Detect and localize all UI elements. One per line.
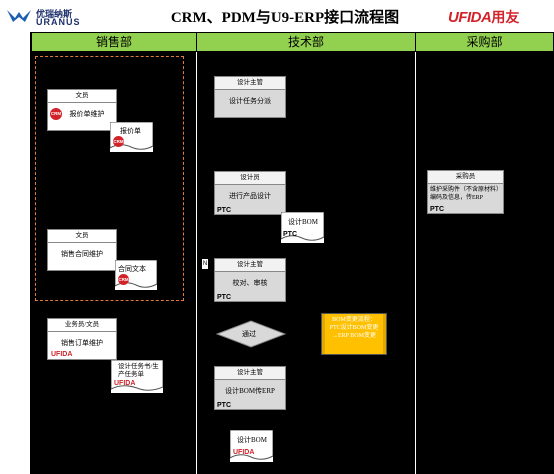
bom-change-note: BOM变更流程：PTC设计BOM变更→ERP BOM变更 <box>321 313 387 355</box>
doc-label: 报价单 <box>120 127 141 135</box>
approval-decision: 通过 <box>216 320 286 348</box>
quote-document: 报价单 CRM <box>110 122 153 152</box>
erp-bom-document: 设计BOM UFIDA <box>230 430 273 462</box>
document-shape-icon <box>230 430 273 460</box>
box-header: 设计主管 <box>215 367 285 380</box>
box-header: 文员 <box>48 90 116 103</box>
diamond-shape-icon <box>216 320 286 348</box>
connector-marker: N <box>202 259 208 269</box>
box-header: 设计主管 <box>215 77 285 90</box>
tech-design-box: 设计员 进行产品设计 PTC <box>214 171 286 215</box>
ptc-tag: PTC <box>430 206 444 213</box>
box-body: 销售合同维护 <box>61 250 103 258</box>
left-border <box>30 32 31 474</box>
lane-header-sales: 销售部 <box>31 32 197 52</box>
design-bom-document: 设计BOM PTC <box>281 212 324 243</box>
box-header: 采购员 <box>428 171 503 184</box>
note-text: BOM变更流程：PTC设计BOM变更→ERP BOM变更 <box>329 317 379 339</box>
left-logo-cn: 优瑞纳斯 <box>36 9 73 19</box>
left-logo-en: URANUS <box>36 17 81 27</box>
tech-transfer-box: 设计主管 设计BOM传ERP PTC <box>214 366 286 410</box>
box-body: 维护采购件（不含原材料）编码及信息，传ERP <box>430 187 500 201</box>
decision-label: 通过 <box>242 330 256 338</box>
box-header: 设计员 <box>215 172 285 185</box>
left-margin <box>0 32 31 474</box>
doc-label: 设计BOM <box>237 436 267 444</box>
ufida-logo: UFIDA用友 <box>448 7 550 27</box>
right-logo-en: UFIDA <box>448 9 492 26</box>
task-document: 设计任务书/生产任务单 UFIDA <box>111 360 163 393</box>
crm-badge-icon: CRM <box>50 108 62 120</box>
right-logo-cn: 用友 <box>491 9 520 25</box>
tech-review-box: 设计主管 校对、审核 PTC <box>214 258 286 302</box>
box-body: 设计BOM传ERP <box>225 387 275 395</box>
doc-label: 合同文本 <box>118 265 146 273</box>
doc-label: 设计任务书/生产任务单 <box>118 363 159 378</box>
box-body: 校对、审核 <box>232 279 268 287</box>
crm-badge-icon: CRM <box>118 274 129 285</box>
tech-dispatch-box: 设计主管 设计任务分派 <box>214 76 286 118</box>
ptc-tag: PTC <box>217 402 231 409</box>
crm-badge-icon: CRM <box>113 136 124 147</box>
box-header: 设计主管 <box>215 259 285 272</box>
box-body: 设计任务分派 <box>229 97 271 105</box>
page-title: CRM、PDM与U9-ERP接口流程图 <box>170 10 400 26</box>
lane-divider <box>415 52 416 474</box>
box-header: 业务员/文员 <box>48 319 116 332</box>
bird-logo-icon <box>7 10 31 22</box>
box-body: 进行产品设计 <box>229 192 271 200</box>
ufida-tag: UFIDA <box>114 380 136 387</box>
diagram-canvas <box>31 32 554 474</box>
uranus-logo: 优瑞纳斯 URANUS <box>6 6 106 28</box>
contract-document: 合同文本 CRM <box>115 260 157 290</box>
ptc-tag: PTC <box>217 294 231 301</box>
ufida-tag: UFIDA <box>233 449 255 456</box>
box-body: 销售订单维护 <box>61 339 103 347</box>
sales-region-outline <box>35 56 184 301</box>
note-left-bar <box>322 314 325 354</box>
ptc-tag: PTC <box>217 207 231 214</box>
document-shape-icon <box>281 212 324 241</box>
lane-header-purchasing: 采购部 <box>415 32 554 52</box>
sales-contract-box: 文员 销售合同维护 <box>47 229 117 271</box>
purchase-code-box: 采购员 维护采购件（不含原材料）编码及信息，传ERP PTC <box>427 170 504 214</box>
box-body: 报价单维护 <box>69 110 105 118</box>
doc-label: 设计BOM <box>288 218 318 226</box>
sales-quote-box: 文员 报价单维护 CRM <box>47 89 117 131</box>
lane-header-tech: 技术部 <box>196 32 416 52</box>
document-shape-icon <box>111 360 163 391</box>
ptc-tag: PTC <box>283 231 297 238</box>
ufida-tag: UFIDA <box>51 351 73 358</box>
page-header <box>0 0 554 32</box>
box-header: 文员 <box>48 230 116 243</box>
lane-divider <box>196 52 197 474</box>
note-right-bar <box>383 314 386 354</box>
sales-order-box: 业务员/文员 销售订单维护 UFIDA <box>47 318 117 360</box>
